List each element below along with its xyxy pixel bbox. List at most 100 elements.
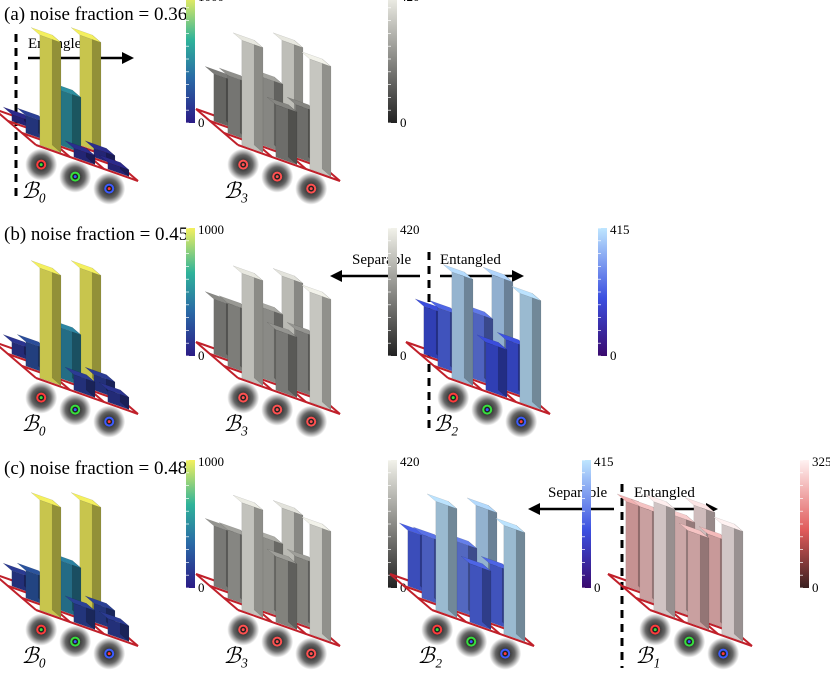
colorbar: 415 0 <box>598 222 630 363</box>
colorbar: 1000 0 <box>186 0 224 130</box>
bars <box>398 493 526 642</box>
panel-b3: ℬ₃ 420 0 <box>195 0 420 205</box>
bar <box>442 264 474 386</box>
row-a: (a) noise fraction = 0.36 Entangled ℬ₀10… <box>0 0 420 205</box>
row-b: (b) noise fraction = 0.45 Separable Enta… <box>0 222 630 438</box>
mode-images <box>421 613 522 670</box>
panel-b1: ℬ₁ 325 0 <box>607 454 830 670</box>
bar <box>30 27 62 153</box>
bar <box>266 322 298 398</box>
colorbar-max-label: 415 <box>610 222 630 237</box>
bars <box>2 260 130 410</box>
bar <box>266 96 298 165</box>
arrow-label: Separable <box>548 485 607 501</box>
bars <box>2 492 130 642</box>
panel-b2: ℬ₂ 415 0 <box>405 222 630 438</box>
bar <box>70 260 102 386</box>
basis-label: ℬ₃ <box>223 178 248 203</box>
colorbar-max-label: 1000 <box>198 454 224 469</box>
bar <box>232 265 264 386</box>
colorbar: 1000 0 <box>186 454 224 595</box>
row-label: (b) noise fraction = 0.45 <box>4 224 188 245</box>
basis-label: ℬ₀ <box>21 178 46 203</box>
arrow-separable: Separable <box>330 252 420 282</box>
mode-images <box>227 381 328 438</box>
bar <box>30 492 62 618</box>
bar <box>644 494 676 618</box>
bar <box>232 32 264 153</box>
bar <box>300 284 332 410</box>
bar <box>64 595 96 630</box>
bar <box>510 285 542 410</box>
colorbar-min-label: 0 <box>400 348 407 363</box>
colorbar: 420 0 <box>388 454 420 595</box>
bars <box>204 32 332 177</box>
mode-images <box>25 613 126 670</box>
arrow-label: Separable <box>352 252 411 268</box>
colorbar-max-label: 325 <box>812 454 830 469</box>
bar <box>300 51 332 177</box>
basis-label: ℬ₁ <box>635 643 660 668</box>
colorbar-max-label: 420 <box>400 454 420 469</box>
bar <box>300 516 332 642</box>
bars <box>2 27 130 177</box>
mode-images <box>25 381 126 438</box>
colorbar: 1000 0 <box>186 222 224 363</box>
basis-label: ℬ₃ <box>223 411 248 436</box>
colorbar-min-label: 0 <box>610 348 617 363</box>
colorbar-min-label: 0 <box>594 580 601 595</box>
mode-images <box>227 148 328 205</box>
bar <box>266 548 298 630</box>
colorbar-max-label: 1000 <box>198 0 224 4</box>
colorbar-max-label: 420 <box>400 0 420 4</box>
bars <box>204 265 332 410</box>
row-label: (c) noise fraction = 0.48 <box>4 458 187 479</box>
bar <box>70 492 102 618</box>
arrow-label: Entangled <box>440 252 501 268</box>
colorbar-min-label: 0 <box>812 580 819 595</box>
colorbar: 325 0 <box>800 454 830 595</box>
bar <box>232 494 264 618</box>
colorbar-min-label: 0 <box>198 348 205 363</box>
row-label: (a) noise fraction = 0.36 <box>4 4 187 25</box>
bar <box>98 382 130 410</box>
mode-images <box>25 148 126 205</box>
bar <box>70 27 102 153</box>
bars <box>616 493 744 642</box>
colorbar: 420 0 <box>388 0 420 130</box>
panel-b0: ℬ₀ 1000 0 <box>0 454 224 670</box>
basis-label: ℬ₀ <box>21 643 46 668</box>
bar <box>64 140 96 165</box>
bar <box>476 334 508 398</box>
bar <box>460 556 492 630</box>
basis-label: ℬ₂ <box>433 411 458 436</box>
bars <box>204 494 332 642</box>
panel-b0: ℬ₀ 1000 0 <box>0 222 224 438</box>
colorbar-max-label: 420 <box>400 222 420 237</box>
basis-label: ℬ₂ <box>417 643 442 668</box>
bar <box>678 522 710 630</box>
panel-b0: ℬ₀ 1000 0 <box>0 0 224 205</box>
colorbar-min-label: 0 <box>198 580 205 595</box>
bar <box>98 154 130 177</box>
colorbar-max-label: 1000 <box>198 222 224 237</box>
colorbar-min-label: 0 <box>198 115 205 130</box>
mode-images <box>639 613 740 670</box>
colorbar-min-label: 0 <box>400 580 407 595</box>
colorbar-min-label: 0 <box>400 115 407 130</box>
bar <box>712 516 744 642</box>
bar <box>426 493 458 618</box>
colorbar-max-label: 415 <box>594 454 614 469</box>
bars <box>414 264 542 410</box>
bar <box>494 517 526 642</box>
panel-b3: ℬ₃ 420 0 <box>195 222 420 438</box>
mode-images <box>437 381 538 438</box>
bar <box>30 260 62 386</box>
bar <box>64 366 96 398</box>
basis-label: ℬ₀ <box>21 411 46 436</box>
bar <box>98 610 130 642</box>
mode-images <box>227 613 328 670</box>
panel-b2: ℬ₂ 415 0 <box>389 454 614 670</box>
